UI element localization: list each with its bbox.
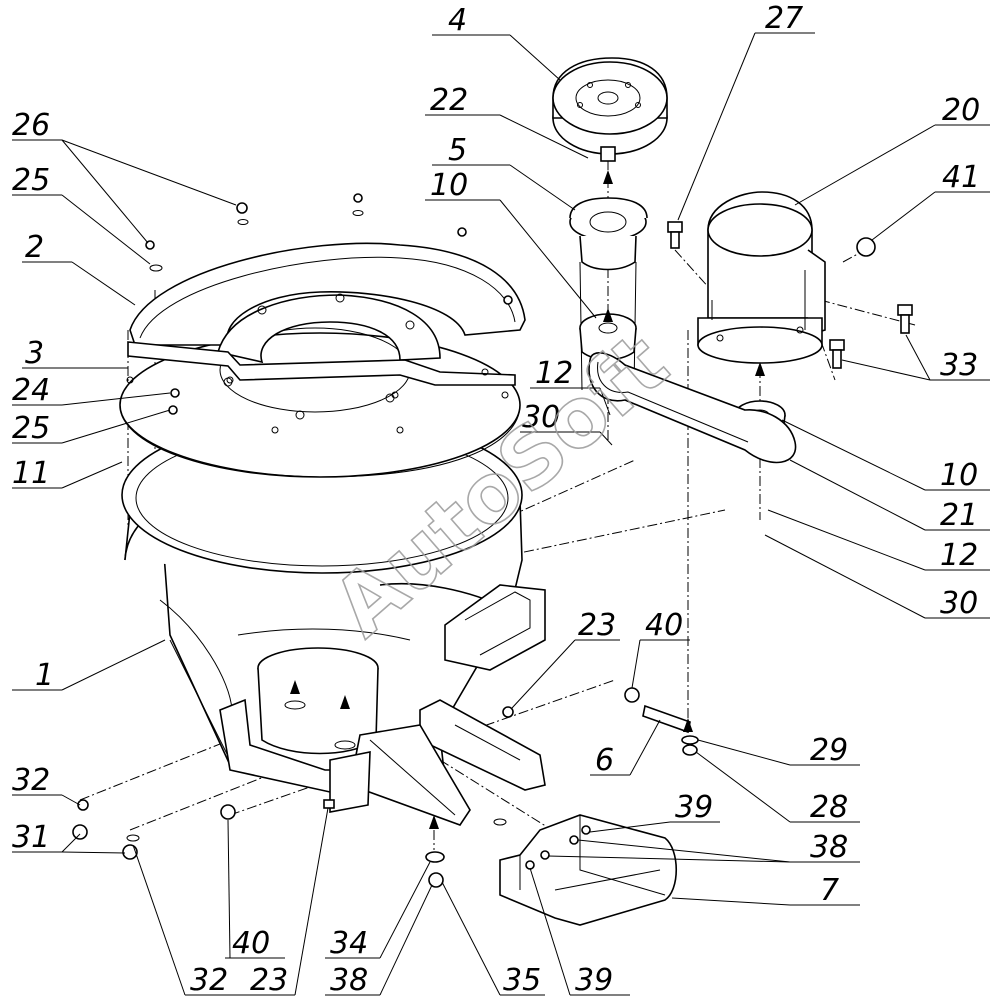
motor-fasteners: [667, 221, 913, 369]
callout-41: 41: [942, 160, 980, 195]
leader-lines: [12, 32, 990, 996]
callout-2: 2: [25, 230, 44, 265]
callout-34: 34: [330, 926, 368, 961]
callout-39-upper: 39: [675, 790, 713, 825]
top-pulley: [552, 57, 668, 162]
lower-fasteners: [72, 706, 514, 888]
callout-4: 4: [448, 3, 467, 38]
callout-10-lower: 10: [940, 458, 978, 493]
callout-32-lower: 32: [190, 963, 228, 998]
callout-24: 24: [12, 373, 50, 408]
callout-10-upper: 10: [430, 168, 468, 203]
electric-motor: [697, 191, 826, 364]
lower-pulley-10: [579, 313, 637, 361]
callout-labels: 4 22 5 10 12 30 27 20 41 33 10 21 12 30 …: [12, 1, 980, 998]
assembly-arrows: [290, 170, 765, 829]
callout-30-upper: 30: [522, 400, 560, 435]
callout-38-right: 38: [810, 830, 848, 865]
bearing-housing: [569, 197, 648, 391]
callout-30-lower: 30: [940, 586, 978, 621]
callout-32-upper: 32: [12, 763, 50, 798]
callout-40-upper: 40: [645, 608, 683, 643]
callout-29: 29: [810, 733, 848, 768]
callout-7: 7: [820, 873, 839, 908]
callout-12-lower: 12: [940, 538, 978, 573]
callout-39-lower: 39: [575, 963, 613, 998]
cover-fasteners: [145, 193, 513, 415]
callout-25-lower: 25: [12, 411, 50, 446]
v-belt: [588, 352, 797, 464]
callout-12-upper: 12: [535, 356, 573, 391]
callout-20: 20: [942, 93, 980, 128]
callout-28: 28: [810, 790, 848, 825]
callout-22: 22: [430, 83, 468, 118]
callout-3: 3: [25, 336, 44, 371]
top-cover: [127, 242, 526, 420]
callout-11: 11: [12, 456, 50, 491]
callout-21: 21: [940, 498, 978, 533]
callout-23-upper: 23: [578, 608, 616, 643]
callout-35: 35: [503, 963, 541, 998]
belt-guard: [499, 814, 677, 926]
callout-40-lower: 40: [232, 926, 270, 961]
callout-33: 33: [940, 348, 978, 383]
callout-1: 1: [35, 658, 54, 693]
mounting-bracket: [329, 584, 546, 826]
callout-31: 31: [12, 820, 50, 855]
callout-6: 6: [595, 743, 614, 778]
callout-38-lower: 38: [330, 963, 368, 998]
callout-25-upper: 25: [12, 163, 50, 198]
callout-5: 5: [448, 133, 467, 168]
callout-26: 26: [12, 108, 50, 143]
callout-27: 27: [765, 1, 803, 36]
callout-23-lower: 23: [250, 963, 288, 998]
